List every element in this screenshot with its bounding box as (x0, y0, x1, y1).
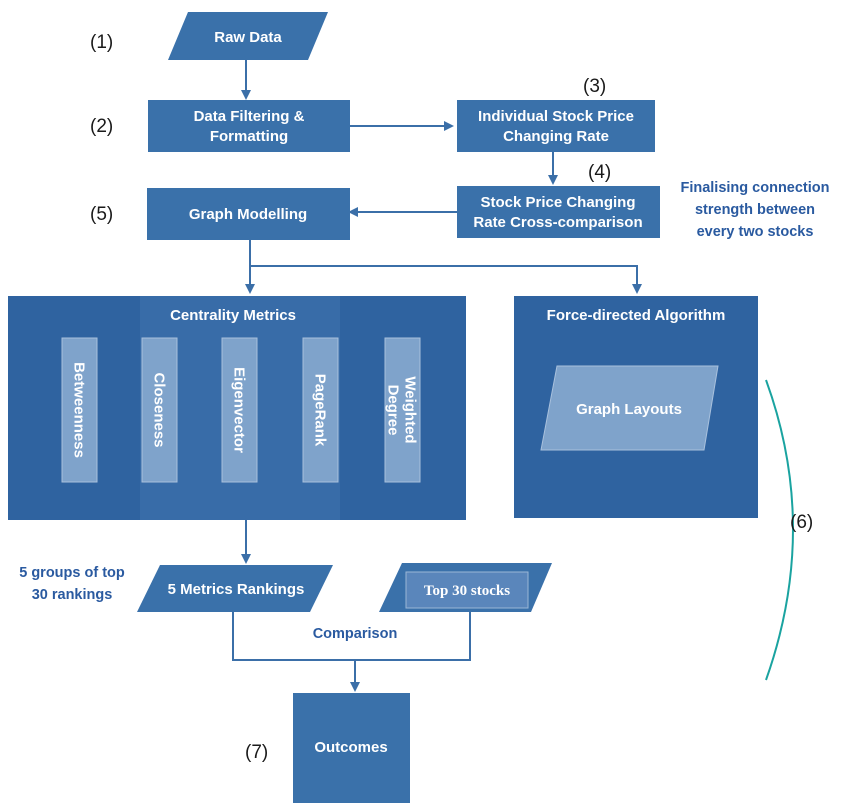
individual-rate-node: Individual Stock Price Changing Rate (457, 100, 655, 152)
graph-layouts-shape (540, 365, 719, 451)
metric-label-betweenness: Betweenness (71, 362, 88, 458)
data-filtering-label-1: Data Filtering & (194, 108, 305, 125)
graph-modelling-label: Graph Modelling (189, 206, 307, 223)
groups-note-2: 30 rankings (32, 587, 113, 603)
step-labels: (1) (2) (3) (4) (5) (6) (7) (90, 32, 813, 763)
notes: Finalising connection strength between e… (19, 180, 829, 642)
cross-comparison-label-1: Stock Price Changing (480, 194, 635, 211)
step-label-5: (5) (90, 204, 113, 225)
step-label-4: (4) (588, 162, 611, 183)
cross-comparison-label-2: Rate Cross-comparison (473, 214, 642, 231)
bracket-6 (765, 379, 794, 681)
metric-label-eigenvector: Eigenvector (231, 367, 248, 453)
metric-label-closeness: Closeness (151, 372, 168, 447)
metric-bar-betweenness (61, 337, 98, 483)
centrality-metrics-title: Centrality Metrics (170, 307, 296, 324)
metric-bar-eigenvector (221, 337, 258, 483)
outcomes-node: Outcomes (293, 693, 410, 803)
metrics-rankings-label: 5 Metrics Rankings (168, 581, 305, 598)
edge-top30-to-comparison (355, 612, 471, 661)
top30-node: Top 30 stocks (379, 563, 552, 612)
individual-rate-label-1: Individual Stock Price (478, 108, 634, 125)
force-directed-node: Force-directed Algorithm Graph Layouts (514, 296, 758, 518)
edges (232, 60, 642, 692)
metrics-rankings-shape (137, 565, 333, 612)
connection-note-2: strength between (695, 202, 815, 218)
cross-comparison-box (457, 186, 660, 238)
metric-label-weighted-degree: WeightedDegree (385, 376, 419, 443)
data-filtering-node: Data Filtering & Formatting (148, 100, 350, 152)
outcomes-box (293, 693, 410, 803)
metric-label-pagerank: PageRank (312, 374, 329, 447)
step-label-7: (7) (245, 742, 268, 763)
metric-bar-weighted-degree (384, 337, 421, 483)
top30-label: Top 30 stocks (424, 583, 510, 599)
raw-data-node: Raw Data (168, 12, 328, 60)
centrality-metrics-node: Centrality Metrics Betweenness Closeness E… (8, 296, 466, 520)
step-label-1: (1) (90, 32, 113, 53)
raw-data-shape (168, 12, 328, 60)
edge-graph-to-force (250, 265, 642, 294)
outcomes-label: Outcomes (314, 739, 387, 756)
graph-modelling-node: Graph Modelling (147, 188, 350, 240)
force-directed-title: Force-directed Algorithm (547, 307, 726, 324)
step-label-6: (6) (790, 512, 813, 533)
graph-modelling-box (147, 188, 350, 240)
raw-data-label: Raw Data (214, 29, 282, 46)
metric-bar-pagerank (302, 337, 339, 483)
metric-bar-closeness (141, 337, 178, 483)
data-filtering-label-2: Formatting (210, 128, 288, 145)
individual-rate-label-2: Changing Rate (503, 128, 609, 145)
graph-layouts-label: Graph Layouts (576, 401, 682, 418)
connection-note-3: every two stocks (697, 224, 814, 240)
edge-rankings-to-comparison (232, 610, 355, 661)
metric-bars: Betweenness Closeness Eigenvector PageRank W… (61, 337, 421, 483)
step-label-3: (3) (583, 76, 606, 97)
connection-note-1: Finalising connection (680, 180, 829, 196)
top30-inner-box (405, 571, 529, 609)
groups-note-1: 5 groups of top (19, 565, 125, 581)
cross-comparison-node: Stock Price Changing Rate Cross-comparis… (457, 186, 660, 238)
step-label-2: (2) (90, 116, 113, 137)
metrics-rankings-node: 5 Metrics Rankings (137, 565, 333, 612)
data-filtering-box (148, 100, 350, 152)
comparison-note: Comparison (313, 626, 398, 642)
individual-rate-box (457, 100, 655, 152)
